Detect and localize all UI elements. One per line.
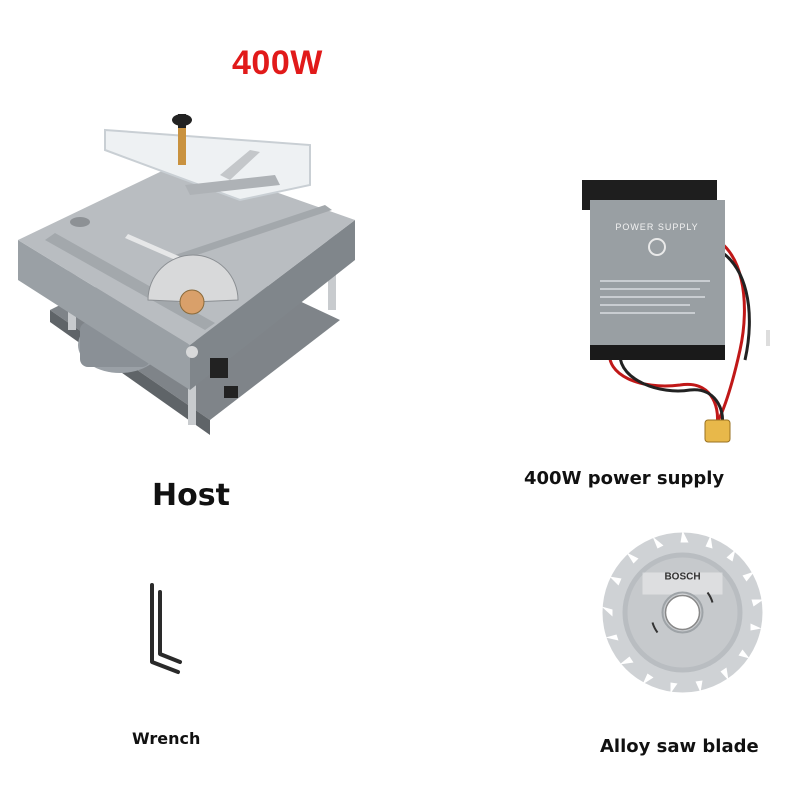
power-supply-caption: 400W power supply [524, 468, 725, 489]
power-supply-label: POWER SUPPLY [615, 222, 698, 232]
host-caption: Host [152, 478, 230, 513]
saw-blade-brand: BOSCH [664, 572, 700, 583]
wrench-image [150, 583, 182, 674]
wrench-caption: Wrench [132, 729, 201, 748]
table-saw-image [18, 114, 355, 435]
saw-blade-image: BOSCH [601, 530, 764, 694]
power-supply-image: POWER SUPPLY [582, 180, 770, 443]
headline-power-rating: 400W [232, 44, 323, 82]
saw-blade-caption: Alloy saw blade [600, 736, 759, 757]
